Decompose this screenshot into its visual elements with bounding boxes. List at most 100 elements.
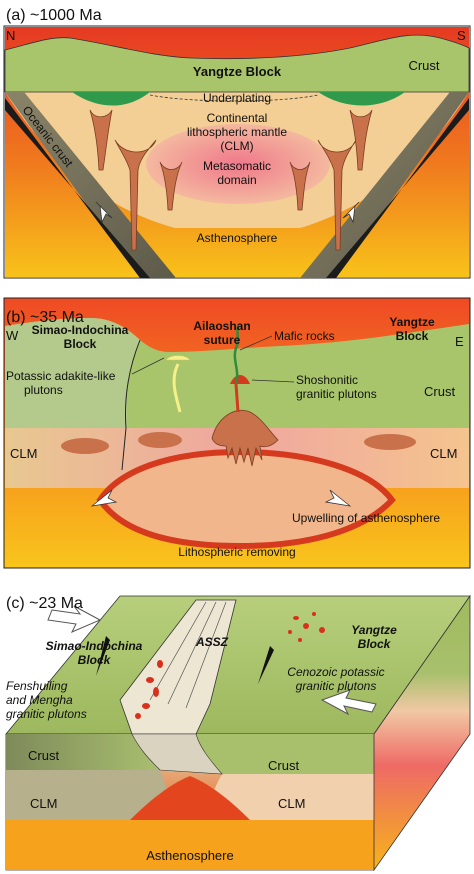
shosh-label-line2: granitic plutons	[296, 387, 377, 401]
clm-label-c-right: CLM	[278, 796, 305, 811]
crust-label-b: Crust	[424, 384, 455, 399]
panel-c-title: (c) ~23 Ma	[6, 595, 83, 612]
yangtze-label-b-line1: Yangtze	[389, 315, 435, 329]
panel-c: (c) ~23 Ma Simao-Indochina Block ASSZ Ya…	[5, 594, 471, 872]
suture-line	[121, 339, 141, 471]
clm-front-right	[204, 774, 374, 820]
pluton-a2	[114, 139, 157, 251]
arrow-b-right	[324, 489, 352, 507]
metasomatic-domain-a	[146, 124, 330, 204]
simao-block-b	[5, 318, 140, 428]
clm-label-line1: Continental	[207, 111, 268, 125]
asthenosphere-label-a: Asthenosphere	[197, 231, 278, 245]
pluton-dot	[135, 713, 141, 719]
clm-pod-1	[61, 438, 109, 454]
crust-a	[4, 34, 470, 93]
fensh-label-line1: Fenshuiling	[6, 679, 68, 693]
assz-label: ASSZ	[195, 635, 229, 649]
pluton-dot	[142, 703, 150, 709]
yangtze-block-a: Yangtze Block	[193, 64, 282, 79]
pluton-dot	[288, 630, 292, 634]
pluton-a3	[159, 161, 183, 211]
adakite-top	[165, 355, 191, 361]
pluton-a4	[289, 161, 311, 211]
shoshonitic-pluton	[211, 410, 279, 467]
adakite-dike	[172, 363, 182, 413]
ailaoshan-label-line1: Ailaoshan	[193, 319, 250, 333]
mafic-dike	[233, 325, 240, 385]
asthenosphere-front	[6, 820, 374, 870]
yangtze-label-c-line2: Block	[358, 637, 392, 651]
shoshonitic-top	[230, 375, 250, 384]
east-label: E	[455, 334, 464, 349]
panel-b-title: (b) ~35 Ma	[6, 309, 84, 326]
adakite-label-line2: plutons	[24, 383, 63, 397]
pluton-dot	[293, 616, 299, 620]
pluton-dot	[319, 627, 325, 633]
feeder-red	[234, 383, 240, 413]
yangtze-label-b-line2: Block	[396, 329, 429, 343]
pluton-a1	[89, 109, 113, 171]
crust-label-c-left: Crust	[28, 748, 59, 763]
plutons-c	[135, 612, 325, 719]
shosh-label-line1: Shoshonitic	[296, 373, 358, 387]
simao-label-c-line2: Block	[78, 653, 112, 667]
west-label: W	[6, 328, 19, 343]
fensh-label-line3: granitic plutons	[6, 707, 87, 721]
assz-lines	[149, 601, 227, 709]
upwelling-front	[130, 776, 250, 820]
removing-label: Lithospheric removing	[178, 545, 295, 559]
panel-b: (b) ~35 Ma W E Simao-Indochina Block Ail…	[3, 297, 471, 569]
south-label: S	[457, 28, 466, 43]
clm-pod-2	[138, 432, 182, 448]
push-arrow-right	[320, 689, 377, 716]
simao-label-line1: Simao-Indochina	[32, 323, 129, 337]
arrow-b-left	[90, 489, 118, 507]
shear-arrow-left	[96, 636, 110, 676]
clm-label-c-left: CLM	[30, 796, 57, 811]
underplating-left	[72, 92, 150, 106]
panel-a-title: (a) ~1000 Ma	[6, 7, 102, 24]
clm-label-line3: (CLM)	[220, 139, 253, 153]
arrow-a-right	[342, 201, 360, 224]
pluton-dot	[153, 687, 159, 697]
arrow-a-left	[95, 201, 113, 224]
mafic-leader	[239, 335, 273, 351]
adakite-label-line1: Potassic adakite-like	[6, 369, 116, 383]
underplating-guide	[149, 94, 319, 102]
slab-right	[300, 92, 469, 278]
clm-label-line2: lithospheric mantle	[187, 125, 287, 139]
cenozoic-label-line1: Cenozoic potassic	[287, 665, 384, 679]
crust-front-left	[6, 734, 160, 770]
north-label: N	[6, 28, 15, 43]
upwelling-label: Upwelling of asthenosphere	[292, 511, 440, 525]
yangtze-label-c-line1: Yangtze	[351, 623, 397, 637]
simao-label-c-line1: Simao-Indochina	[46, 639, 143, 653]
adakite-leader	[131, 357, 165, 375]
pluton-a6	[349, 109, 373, 171]
shear-arrow-right	[258, 646, 274, 684]
underplating-right	[318, 92, 405, 106]
panel-a: (a) ~1000 Ma N S Yangtze Block Crust Und…	[3, 7, 471, 279]
clm-front-left	[6, 770, 176, 820]
crust-front-right	[196, 734, 374, 774]
simao-label-line2: Block	[64, 337, 97, 351]
mafic-rocks-label: Mafic rocks	[274, 329, 335, 343]
ailaoshan-label-line2: suture	[204, 333, 241, 347]
pluton-dot	[157, 660, 163, 668]
pluton-dot	[312, 612, 316, 616]
pluton-dot	[303, 623, 309, 629]
pluton-dot	[146, 677, 154, 683]
asthenosphere-label-c: Asthenosphere	[146, 848, 233, 863]
metasomatic-label-line1: Metasomatic	[203, 159, 271, 173]
upwelling-dome	[96, 448, 396, 550]
assz-front	[131, 733, 223, 775]
pluton-dot	[298, 638, 302, 642]
crust-label-a: Crust	[408, 58, 439, 73]
shosh-leader	[251, 379, 295, 383]
side-face-c	[373, 594, 471, 872]
fensh-label-line2: and Mengha	[6, 693, 73, 707]
clm-pod-3	[364, 434, 416, 450]
pluton-a5	[317, 139, 357, 251]
